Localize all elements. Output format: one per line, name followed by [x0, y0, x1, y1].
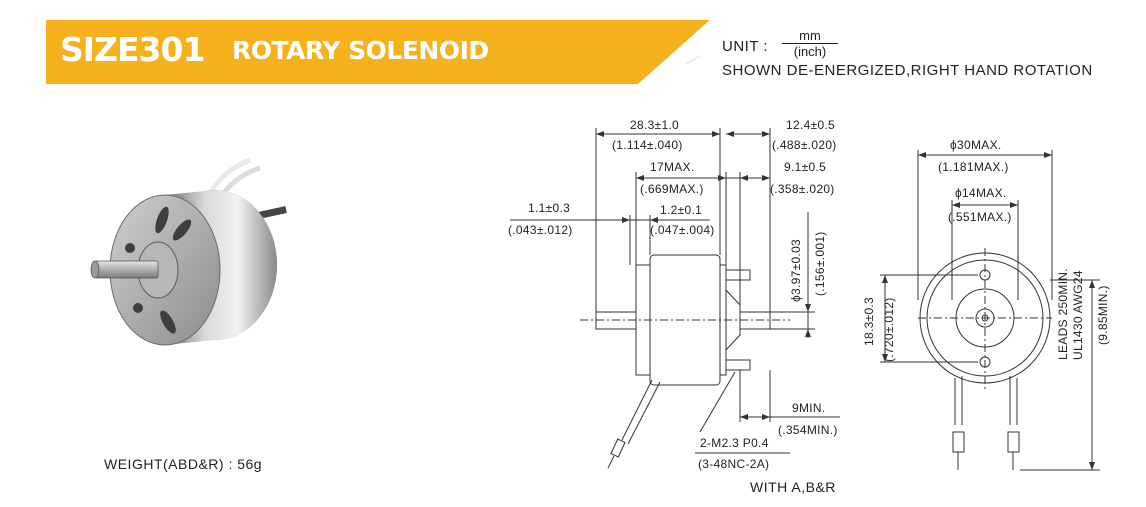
thread-spec-in: (3-48NC-2A) [698, 457, 770, 471]
dim-outer-dia-in: (1.181MAX.) [938, 160, 1009, 174]
product-subtitle: ROTARY SOLENOID [232, 36, 489, 65]
dim-plate-mm: 1.2±0.1 [660, 203, 703, 217]
front-lead-tip [952, 431, 965, 453]
side-boss [725, 288, 741, 352]
unit-fraction: mm (inch) [782, 28, 838, 59]
shaft-end [90, 260, 100, 279]
side-stud-top [725, 269, 751, 281]
variant-note: WITH A,B&R [750, 479, 836, 495]
unit-label: UNIT : [722, 38, 769, 55]
face-slot [155, 206, 169, 234]
dim-stud-mm: 9MIN. [792, 401, 826, 415]
dim-inner-dia-in: (.551MAX.) [948, 210, 1012, 224]
face-hole [125, 243, 135, 253]
dim-outer-dia-mm: ϕ30MAX. [950, 138, 1002, 152]
thread-leader [699, 371, 736, 433]
dim-hole-spacing-mm: 18.3±0.3 [862, 296, 876, 346]
leads-spec: UL1430 AWG24 [1071, 270, 1085, 360]
face-slot [172, 219, 192, 241]
leads-length-in: (9.85MIN.) [1096, 285, 1110, 345]
dim-boss-in: (.358±.020) [770, 182, 835, 196]
product-title: SIZE301 [60, 30, 205, 69]
leads-length-mm: LEADS 250MIN. [1056, 268, 1070, 360]
dim-boss-mm: 9.1±0.5 [784, 160, 827, 174]
orientation-note: SHOWN DE-ENERGIZED,RIGHT HAND ROTATION [722, 62, 1093, 79]
dim-inner-dia-mm: ϕ14MAX. [955, 186, 1007, 200]
dim-shaft-right-mm: 12.4±0.5 [786, 118, 836, 132]
weight-label: WEIGHT(ABD&R) : 56g [104, 456, 263, 472]
front-lead-tip [1007, 431, 1020, 453]
dim-stud-in: (.354MIN.) [778, 423, 838, 437]
dim-flange-in: (.043±.012) [508, 223, 573, 237]
dim-shaft-right-in: (.488±.020) [772, 138, 837, 152]
side-lead-wire [627, 381, 661, 445]
unit-numerator: mm [782, 28, 838, 44]
dim-total-length-in: (1.114±.040) [612, 138, 683, 152]
banner-shape [46, 20, 710, 84]
banner-dash [685, 55, 701, 65]
side-stud-bottom [725, 359, 751, 371]
title-banner [46, 20, 710, 84]
dim-shaft-dia-in: (.156±.001) [813, 231, 827, 296]
dim-shaft-dia-mm: ϕ3.97±0.03 [789, 238, 803, 302]
dim-flange-mm: 1.1±0.3 [528, 201, 571, 215]
side-lead-wire [621, 379, 653, 441]
dim-body-mm: 17MAX. [650, 160, 695, 174]
face-slot [160, 310, 176, 334]
dim-hole-spacing-in: (.720±.012) [882, 297, 896, 362]
mounting-stud [258, 206, 287, 219]
dim-plate-in: (.047±.004) [650, 223, 715, 237]
unit-denominator: (inch) [793, 44, 827, 59]
thread-spec-mm: 2-M2.3 P0.4 [700, 436, 769, 450]
dim-body-in: (.669MAX.) [640, 182, 704, 196]
side-lead-end [607, 455, 615, 469]
face-hole [133, 303, 143, 313]
side-lead-tip [610, 438, 626, 458]
dim-total-length-mm: 28.3±1.0 [630, 118, 680, 132]
product-photo [90, 157, 287, 346]
